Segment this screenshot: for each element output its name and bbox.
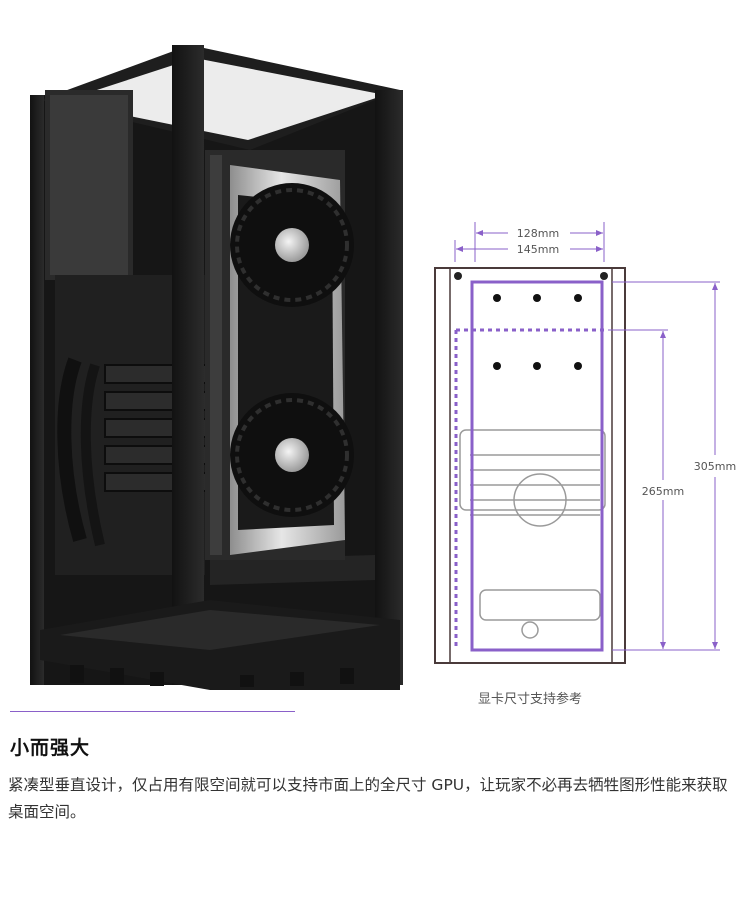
width-128-label: 128mm [517, 227, 559, 240]
dimension-diagram: 128mm 145mm 305mm 265mm [434, 222, 736, 664]
section-divider [10, 711, 295, 712]
diagram-caption: 显卡尺寸支持参考 [477, 692, 582, 707]
fan-bottom-icon [230, 393, 354, 517]
section-body: 紧凑型垂直设计，仅占用有限空间就可以支持市面上的全尺寸 GPU，让玩家不必再去牺… [8, 776, 728, 821]
fan-top-icon [230, 183, 354, 307]
width-145-label: 145mm [517, 243, 559, 256]
graphics-card [205, 150, 354, 560]
height-265-label: 265mm [642, 485, 684, 498]
section-heading: 小而强大 [10, 737, 91, 759]
product-illustration: 128mm 145mm 305mm 265mm [30, 45, 736, 690]
height-305-label: 305mm [694, 460, 736, 473]
